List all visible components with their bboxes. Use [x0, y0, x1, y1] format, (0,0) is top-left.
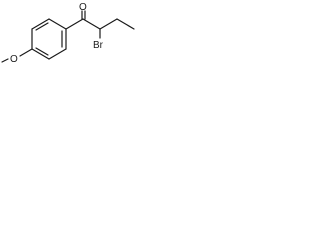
structure-diagram: O O Br — [1, 2, 135, 65]
bond-ring-oxygen — [19, 48, 33, 57]
ring-bond-2 — [31, 18, 50, 30]
bond-carbonyl-alpha — [82, 18, 101, 30]
bond-oxygen-methyl — [1, 58, 9, 63]
carbonyl-oxygen-label: O — [79, 2, 87, 13]
bond-alpha-ethyl — [99, 18, 118, 30]
methoxy-oxygen-label: O — [10, 54, 18, 65]
bond-ethyl-methyl — [116, 18, 135, 30]
bond-ring-carbonyl — [65, 18, 84, 30]
ring-inner-double-2 — [35, 47, 49, 56]
ring-bond-5 — [48, 48, 67, 60]
ring-inner-double-1 — [35, 22, 49, 31]
bromine-label: Br — [93, 40, 104, 51]
benzene-ring — [31, 18, 67, 60]
ring-bond-1 — [48, 18, 67, 30]
ring-bond-4 — [31, 48, 50, 60]
